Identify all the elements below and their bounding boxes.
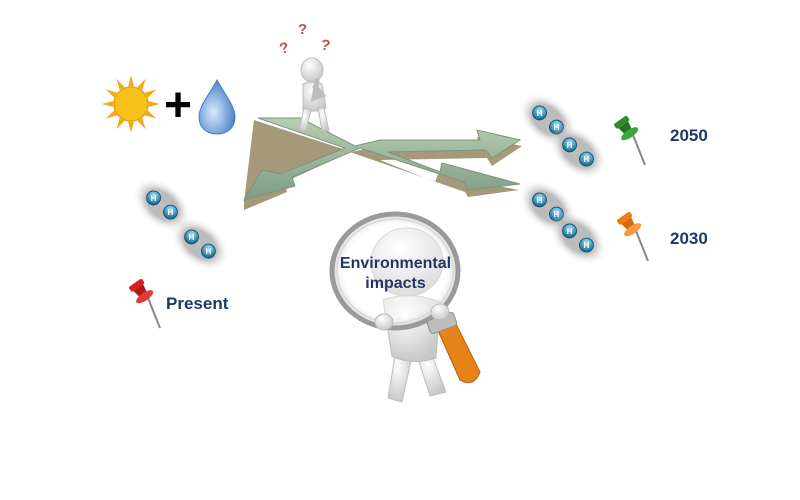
water-drop-icon <box>198 78 236 135</box>
sun-ray <box>144 110 157 119</box>
svg-text:H: H <box>584 155 590 164</box>
hydrogen-molecule-icon: HH <box>548 124 608 180</box>
question-mark-1: ? <box>278 39 291 58</box>
hydrogen-molecules: HHHHHHHHHHHH <box>132 92 608 272</box>
svg-text:H: H <box>567 227 573 236</box>
hydrogen-molecule-icon: HH <box>548 210 608 266</box>
svg-text:H: H <box>206 247 212 256</box>
sun-ray <box>148 101 160 107</box>
svg-text:H: H <box>567 141 573 150</box>
plus-sign: + <box>164 79 192 132</box>
sun-ray <box>105 89 118 98</box>
sun-ray <box>137 78 146 91</box>
magnifier-figure <box>329 211 481 403</box>
sun-ray <box>144 89 157 98</box>
environmental-impacts-line2: impacts <box>365 275 426 292</box>
svg-text:H: H <box>584 241 590 250</box>
sun-ray <box>128 75 134 87</box>
sun-ray <box>116 117 125 130</box>
sun-icon <box>102 75 160 133</box>
year-2030-label: 2030 <box>670 229 708 248</box>
question-mark-3: ? <box>319 36 332 55</box>
svg-text:H: H <box>168 208 174 217</box>
green-pin-icon <box>614 115 646 166</box>
environmental-impacts-label: Environmental impacts <box>328 254 463 294</box>
thinking-figure <box>298 57 330 132</box>
year-2050-label: 2050 <box>670 126 708 145</box>
hydrogen-molecule-icon: HH <box>132 177 192 233</box>
sun-ray <box>128 121 134 133</box>
svg-text:H: H <box>537 109 543 118</box>
present-label: Present <box>166 294 229 313</box>
environmental-impacts-line1: Environmental <box>339 255 452 272</box>
sun-ray <box>116 78 125 91</box>
sun-ray <box>105 110 118 119</box>
svg-text:H: H <box>189 233 195 242</box>
sun-ray <box>102 101 114 107</box>
red-pin-icon <box>129 278 161 329</box>
svg-text:H: H <box>537 196 543 205</box>
orange-pin-icon <box>617 211 649 262</box>
svg-text:H: H <box>151 194 157 203</box>
crossroads-arrows <box>242 117 522 210</box>
sun-ray <box>137 117 146 130</box>
hydrogen-molecule-icon: HH <box>170 216 230 272</box>
question-mark-2: ? <box>298 21 307 38</box>
